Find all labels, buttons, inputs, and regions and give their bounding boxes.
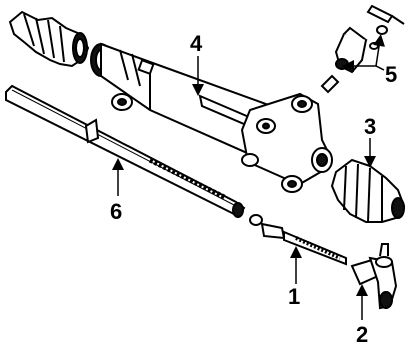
callout-5: 5 (385, 62, 398, 87)
rack-bar-part (5, 84, 246, 218)
callout-3: 3 (364, 114, 377, 139)
callout-6: 6 (110, 199, 123, 224)
rack-housing-part (90, 42, 333, 193)
callout-2: 2 (356, 322, 369, 347)
boot-left-part (8, 10, 90, 68)
callout-4: 4 (190, 31, 203, 56)
callout-1: 1 (288, 284, 301, 309)
boot-right-part (330, 158, 406, 223)
inner-tie-rod-part (249, 214, 347, 266)
leader-lines (112, 34, 386, 320)
outer-tie-rod-end-part (350, 243, 398, 310)
